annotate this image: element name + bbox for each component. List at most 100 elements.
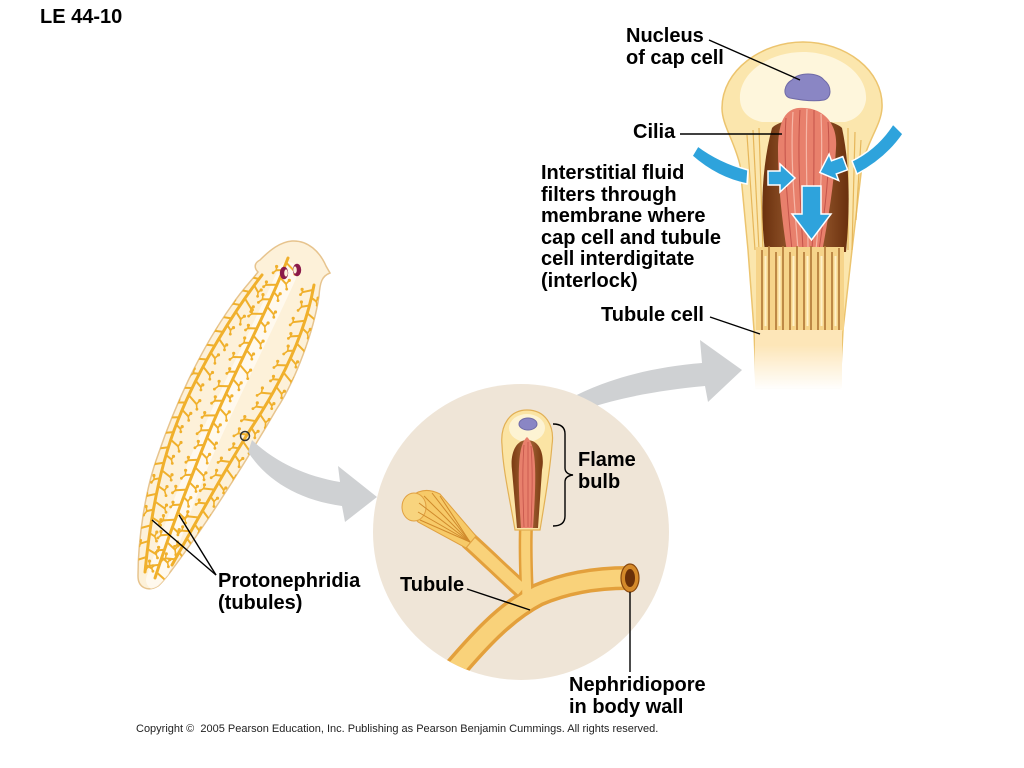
worm-tubule-bead bbox=[228, 332, 232, 336]
worm-tubule-bead bbox=[161, 514, 166, 518]
worm-tubule-bead bbox=[164, 582, 168, 585]
worm-tubule-bead bbox=[165, 485, 169, 489]
worm-tubule-bead bbox=[213, 361, 217, 365]
worm-tubule-bead bbox=[164, 510, 168, 514]
worm-tubule-bead bbox=[131, 563, 134, 566]
worm-tubule-branch bbox=[241, 440, 251, 452]
worm-tubule-bead bbox=[199, 388, 203, 392]
label-line: Nephridiopore bbox=[569, 674, 706, 696]
worm-tubule-bead bbox=[205, 461, 209, 465]
worm-tubule-bead bbox=[225, 372, 229, 375]
worm-tubule-branch bbox=[250, 426, 257, 435]
worm-tubule-branch bbox=[154, 461, 165, 465]
worm-tubule-twig bbox=[138, 527, 142, 533]
fluid-arrow-down-tubule bbox=[790, 185, 833, 242]
worm-tubule-branch bbox=[194, 466, 205, 477]
cilia-streak bbox=[522, 444, 525, 528]
worm-tubule-bead bbox=[184, 460, 188, 464]
worm-tubule-bead bbox=[218, 423, 222, 427]
label-nucleus-of-cap-cell: Nucleus of cap cell bbox=[626, 25, 724, 69]
worm-tubule-bead bbox=[272, 366, 276, 369]
worm-tubule-branch bbox=[272, 378, 281, 381]
worm-tubule-bead bbox=[181, 382, 185, 386]
worm-tubule-bead bbox=[198, 399, 202, 403]
worm-tubule-bead bbox=[189, 411, 193, 415]
worm-tubule-bead bbox=[237, 388, 241, 392]
worm-tubule-bead bbox=[294, 365, 298, 369]
interdigitating-fingers-bg bbox=[756, 247, 844, 331]
tubule-leader-line bbox=[466, 588, 531, 611]
worm-tubule-bead bbox=[286, 344, 290, 348]
worm-tubule-bead bbox=[285, 287, 289, 291]
worm-tubule-bead bbox=[271, 271, 275, 275]
flatworm bbox=[131, 240, 332, 590]
fluid-flow-arrows bbox=[691, 122, 904, 242]
label-line: of cap cell bbox=[626, 46, 724, 69]
worm-tubule-bead bbox=[228, 448, 231, 451]
worm-tubule-branch bbox=[272, 291, 279, 298]
flame-bulb-bracket bbox=[552, 423, 574, 527]
worm-tubule-branch bbox=[155, 571, 167, 582]
worm-tubule-bead bbox=[296, 309, 300, 312]
worm-tubule-branch bbox=[259, 320, 266, 328]
worm-tubule-bead bbox=[200, 416, 204, 419]
worm-tubule-branch bbox=[234, 310, 242, 321]
worm-tubule-bead bbox=[271, 374, 276, 378]
striation bbox=[431, 492, 471, 543]
worm-tubule-branch bbox=[175, 423, 182, 430]
worm-tubule-bead bbox=[202, 483, 207, 487]
worm-tubule-branch bbox=[310, 296, 318, 303]
worm-tubule-bead bbox=[177, 528, 181, 532]
worm-tubule-bead bbox=[164, 494, 168, 497]
worm-tubule-bead bbox=[217, 379, 221, 383]
flame-bulb-small-cilia-streaks bbox=[522, 442, 533, 528]
worm-tubule-bead bbox=[278, 292, 282, 296]
worm-tubule-bead bbox=[213, 446, 217, 450]
worm-tubule-bead bbox=[150, 466, 154, 470]
worm-tubule-bead bbox=[289, 332, 293, 336]
worm-tubule-branch bbox=[171, 526, 179, 533]
worm-tubule-bead bbox=[276, 359, 280, 363]
magnified-region-marker bbox=[239, 430, 251, 442]
label-line: cell interdigitate bbox=[541, 248, 695, 271]
worm-tubule-bead bbox=[249, 368, 253, 372]
worm-tubule-branch bbox=[164, 431, 175, 434]
figure-id: LE 44-10 bbox=[40, 6, 123, 28]
tubule-cell-fade bbox=[748, 345, 848, 390]
worm-tubule-twig bbox=[134, 556, 135, 561]
worm-tubule-bead bbox=[275, 264, 279, 269]
interdigitation-zone bbox=[756, 246, 844, 331]
worm-tubule-branch bbox=[282, 371, 293, 383]
label-line: Protonephridia bbox=[218, 570, 361, 592]
flame-bulb-small bbox=[501, 409, 554, 531]
worm-tubule-bead bbox=[186, 510, 190, 514]
worm-tubule-bead bbox=[262, 285, 265, 289]
worm-tubule-bead bbox=[231, 326, 236, 330]
worm-tubule-bead bbox=[238, 344, 242, 348]
worm-tubule-bead bbox=[195, 432, 199, 436]
worm-tubule-bead bbox=[291, 316, 295, 320]
worm-tubule-branch bbox=[145, 492, 158, 497]
worm-tubule-bead bbox=[288, 323, 292, 327]
cilia-streak bbox=[530, 445, 533, 528]
tubule-cell-leader-line bbox=[709, 316, 761, 335]
worm-tubule-bead bbox=[155, 539, 158, 543]
worm-tubule-bead bbox=[239, 381, 243, 385]
fluid-flow-band-left bbox=[691, 144, 749, 185]
worm-tubule-bead bbox=[158, 522, 161, 526]
worm-tubule-bead bbox=[210, 370, 215, 375]
worm-tubule-branch bbox=[214, 474, 224, 477]
worm-tubule-branch bbox=[232, 302, 242, 306]
wall-rib bbox=[746, 134, 756, 251]
worm-tubule-bead bbox=[222, 491, 226, 495]
interdigitating-finger-highlights bbox=[764, 256, 837, 326]
worm-tubule-bead bbox=[177, 449, 181, 453]
worm-tubule-bead bbox=[203, 411, 207, 415]
flame-bulb-small-nucleus bbox=[518, 417, 538, 431]
label-flame-bulb: Flame bulb bbox=[578, 449, 636, 493]
striation bbox=[418, 502, 471, 543]
worm-tubule-bead bbox=[228, 367, 232, 371]
worm-tubule-bead bbox=[177, 388, 181, 392]
worm-tubule-bead bbox=[287, 278, 291, 282]
